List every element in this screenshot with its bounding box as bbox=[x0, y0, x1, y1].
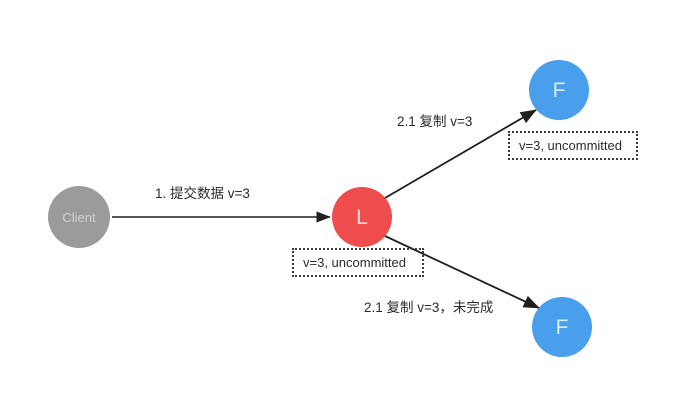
node-leader[interactable]: L bbox=[332, 187, 392, 247]
node-leader-label: L bbox=[356, 205, 368, 229]
edge-label-client-to-leader: 1. 提交数据 v=3 bbox=[155, 186, 250, 201]
node-follower-bottom[interactable]: F bbox=[532, 297, 592, 357]
note-leader-text: v=3, uncommitted bbox=[303, 255, 406, 270]
note-leader: v=3, uncommitted bbox=[292, 248, 424, 277]
node-client-label: Client bbox=[62, 209, 96, 225]
node-follower-top-label: F bbox=[552, 78, 566, 102]
edge-leader-to-follower-top bbox=[384, 109, 537, 199]
node-follower-bottom-label: F bbox=[555, 315, 569, 339]
edge-label-leader-to-follower-bottom: 2.1 复制 v=3，未完成 bbox=[364, 300, 494, 315]
edge-label-leader-to-follower-top: 2.1 复制 v=3 bbox=[397, 114, 473, 129]
node-follower-top[interactable]: F bbox=[529, 60, 589, 120]
note-follower-top-text: v=3, uncommitted bbox=[519, 138, 622, 153]
node-client[interactable]: Client bbox=[48, 186, 110, 248]
note-follower-top: v=3, uncommitted bbox=[508, 131, 638, 160]
